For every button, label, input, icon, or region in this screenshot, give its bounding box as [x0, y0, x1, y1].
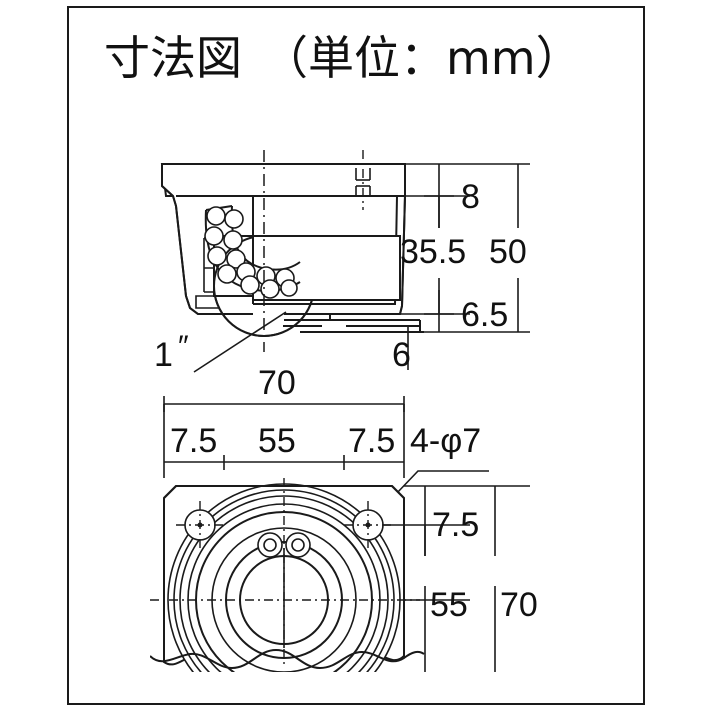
- ball-size-annotation: 1 ″: [154, 311, 287, 374]
- dim-50-label: 50: [489, 233, 527, 271]
- section-base-plate: [283, 313, 424, 333]
- ball-size-unit-mark: ″: [178, 330, 189, 363]
- cross-section-view: 1 ″ 8 35.5 50: [154, 150, 530, 374]
- dim-55-v-label: 55: [430, 586, 468, 624]
- dim-70-top-label: 70: [258, 364, 296, 402]
- section-ball-race: [204, 205, 301, 299]
- dim-35_5-label: 35.5: [400, 233, 466, 271]
- plan-hole-tr-center-dot: [365, 522, 371, 528]
- dim-7_5-top-label: 7.5: [432, 506, 479, 544]
- section-housing-right-profile: [399, 164, 406, 315]
- hole-callout-leader-line: [395, 470, 489, 495]
- plan-view: 7.5 55 70: [150, 478, 538, 672]
- plan-plate-outline-top: [163, 485, 405, 656]
- plan-hole-tl-center-dot: [197, 522, 203, 528]
- plan-small-holes-pair: [257, 532, 311, 558]
- section-flange-hole-detail: [355, 168, 371, 196]
- plan-vertical-dimension-group: 7.5 55 70: [383, 485, 538, 672]
- section-housing-left-profile: [161, 164, 253, 315]
- horizontal-dimension-stack: 70 7.5 55 7.5 4-φ7: [163, 364, 489, 495]
- dim-7_5-left-label: 7.5: [170, 422, 217, 460]
- dim-8-label: 8: [461, 178, 480, 216]
- plan-small-hole-left-inner: [263, 538, 277, 552]
- section-vertical-dimension-group: 8 35.5 50 6.5: [400, 163, 530, 334]
- dim-7_5-right-label: 7.5: [348, 422, 395, 460]
- page-title: 寸法図 （単位：mm）: [104, 31, 582, 85]
- plan-wavy-break-line: [150, 648, 425, 670]
- race-bearing-balls: [204, 206, 298, 299]
- plan-mounting-hole-top-left: [176, 501, 224, 549]
- dim-55-h-label: 55: [258, 422, 296, 460]
- ball-size-label: 1: [154, 336, 173, 374]
- dim-6-label: 6: [392, 336, 411, 374]
- ball-size-leader-line: [193, 311, 287, 373]
- hole-callout-annotation: 4-φ7: [395, 422, 489, 495]
- dim-70-right-label: 70: [500, 586, 538, 624]
- page-title-unit-note: （単位：mm）: [262, 31, 582, 85]
- plan-small-hole-right-inner: [291, 538, 305, 552]
- dim-6_5-label: 6.5: [461, 296, 508, 334]
- dim-6-group: 6: [392, 326, 411, 374]
- page-title-main: 寸法図: [104, 31, 242, 85]
- hole-callout-label: 4-φ7: [410, 422, 481, 460]
